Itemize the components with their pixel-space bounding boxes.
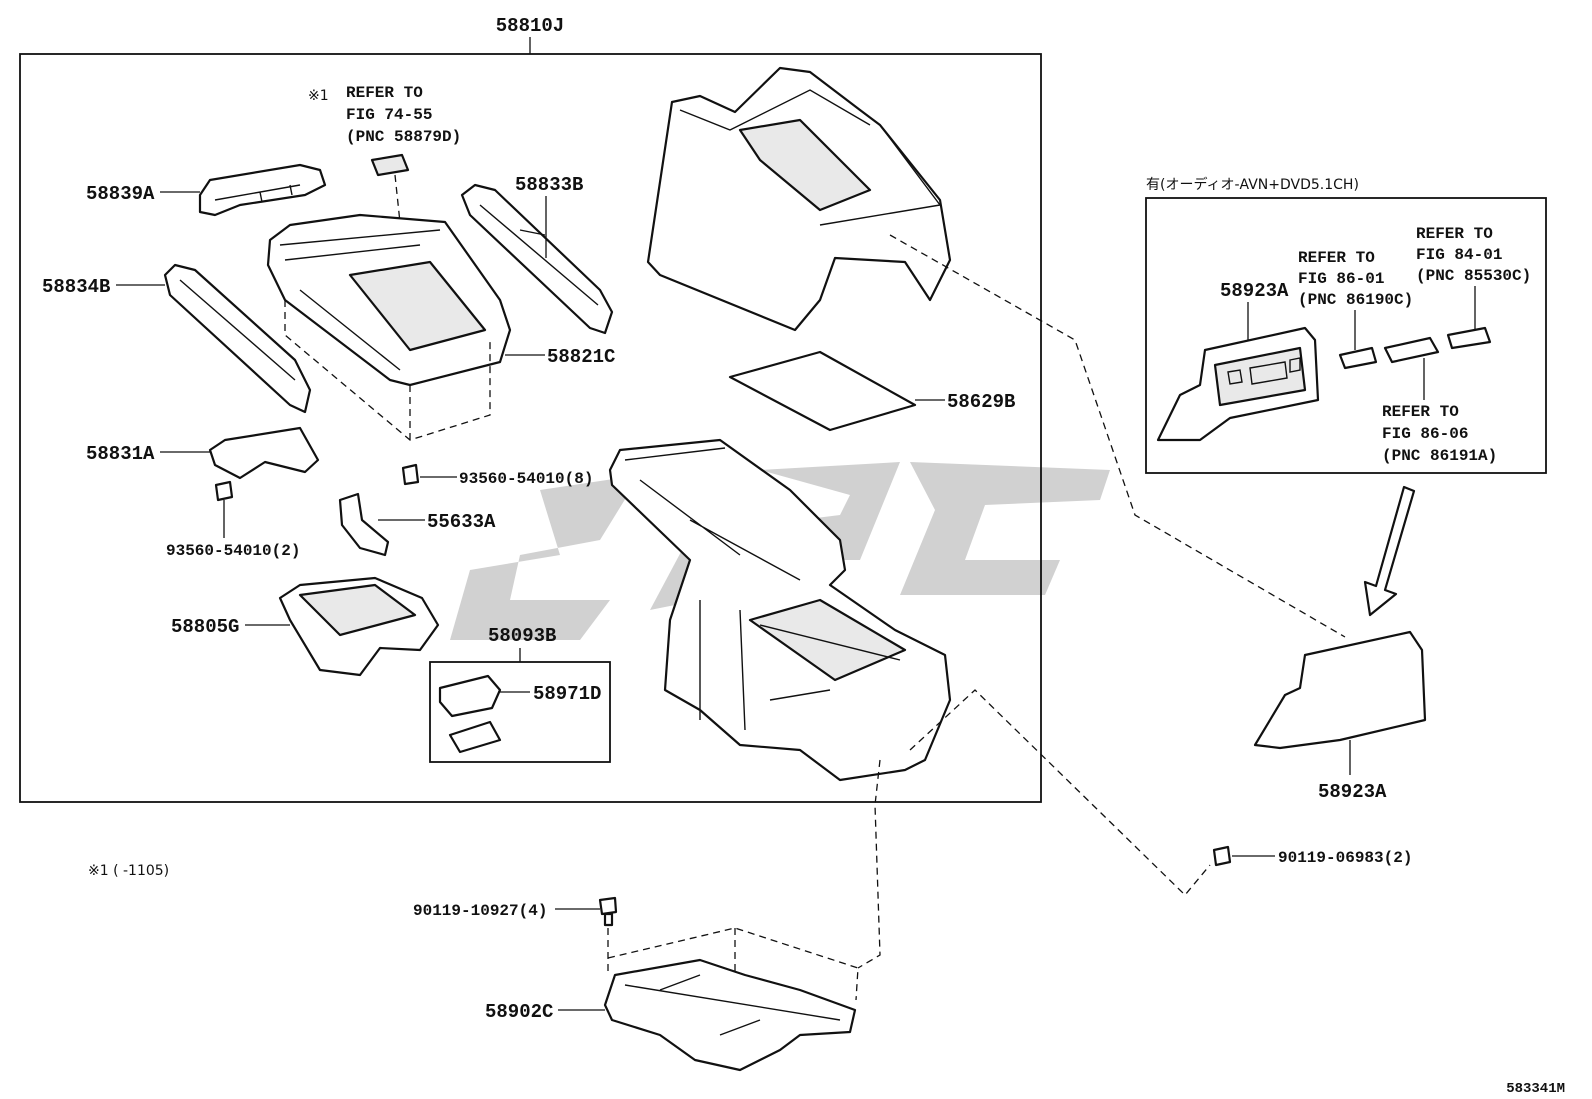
pad-guide [394, 174, 406, 271]
part-58821C-guides [284, 300, 491, 441]
part-58923A-top-buttons [1227, 357, 1301, 385]
part-58902C-detail [624, 974, 841, 1036]
refer-86-01-line1: REFER TO [1298, 249, 1375, 267]
guide-frame-to-screw [909, 689, 1211, 896]
part-58839A-detail [214, 184, 301, 203]
guide-frame-to-bracket [857, 759, 881, 969]
subassembly-58093B-frame [429, 661, 611, 763]
arrow-icon [1363, 485, 1416, 617]
part-58834B-detail [179, 279, 296, 381]
refer-line-2: FIG 74-55 [346, 106, 432, 124]
connector-86190C [1338, 346, 1378, 370]
refer-84-01-line1: REFER TO [1416, 225, 1493, 243]
part-58833B-detail [479, 204, 599, 306]
label-90119-06983: 90119-06983(2) [1278, 849, 1412, 867]
bolt-90119-10927 [598, 896, 618, 927]
label-58093B: 58093B [488, 625, 556, 647]
pad-58879D [370, 153, 410, 177]
label-58831A: 58831A [86, 443, 155, 465]
refer-86-01-line2: FIG 86-01 [1298, 270, 1384, 288]
refer-86-06-line1: REFER TO [1382, 403, 1459, 421]
label-58839A: 58839A [86, 183, 155, 205]
part-58831A-shape [208, 426, 320, 480]
refer-86-06-line2: FIG 86-06 [1382, 425, 1468, 443]
label-58834B: 58834B [42, 276, 110, 298]
part-58971D-shape [438, 674, 502, 718]
console-box-opening [738, 118, 872, 212]
option-frame [1145, 197, 1547, 474]
label-58902C: 58902C [485, 1001, 553, 1023]
refer-note-74-55: ※1 REFER TO FIG 74-55 (PNC 58879D) [308, 84, 461, 146]
refer-84-01-line3: (PNC 85530C) [1416, 267, 1531, 285]
footnote-range: ※1 ( -1105) [88, 863, 169, 879]
part-58805G-top [298, 583, 417, 637]
part-55633A-shape [338, 492, 390, 557]
part-58821C-detail [279, 229, 441, 371]
refer-84-01-line2: FIG 84-01 [1416, 246, 1502, 264]
part-58821C-cavity [348, 260, 487, 352]
main-assembly-label: 58810J [496, 15, 564, 37]
connector-85530C [1446, 326, 1492, 350]
label-58923A-bottom: 58923A [1318, 781, 1387, 803]
clip-93560-2 [214, 480, 234, 538]
option-title: 有(オーディオ-AVN+DVD5.1CH) [1146, 176, 1359, 193]
label-58923A-top: 58923A [1220, 280, 1289, 302]
part-58923A-bottom-shape [1253, 630, 1427, 750]
note-marker: ※1 [308, 88, 329, 104]
part-58902C-shape [603, 958, 857, 1072]
refer-86-06-line3: (PNC 86191A) [1382, 447, 1497, 465]
console-frame-detail [624, 447, 901, 731]
clip-93560-8 [401, 463, 457, 486]
label-58833B: 58833B [515, 174, 583, 196]
console-box-detail [679, 89, 941, 226]
part-58629B-shape [728, 350, 917, 432]
part-58839A-shape [198, 163, 327, 217]
label-58971D: 58971D [533, 683, 601, 705]
guide-console-to-trim [889, 234, 1346, 638]
label-58629B: 58629B [947, 391, 1015, 413]
label-58805G: 58805G [171, 616, 239, 638]
label-58821C: 58821C [547, 346, 615, 368]
label-90119-10927: 90119-10927(4) [413, 902, 547, 920]
label-93560-8: 93560-54010(8) [459, 470, 593, 488]
refer-86-01-line3: (PNC 86190C) [1298, 291, 1413, 309]
console-frame-shape [608, 438, 952, 782]
label-93560-2: 93560-54010(2) [166, 542, 300, 560]
connector-86191A [1383, 336, 1440, 364]
part-58093B-connector [448, 720, 502, 754]
refer-line-1: REFER TO [346, 84, 423, 102]
part-58834B-shape [163, 263, 312, 414]
console-box-shape [646, 66, 952, 332]
label-55633A: 55633A [427, 511, 496, 533]
refer-line-3: (PNC 58879D) [346, 128, 461, 146]
figure-code: 583341M [1506, 1081, 1565, 1097]
console-frame-tray [748, 598, 907, 682]
screw-90119-06983 [1212, 845, 1232, 867]
